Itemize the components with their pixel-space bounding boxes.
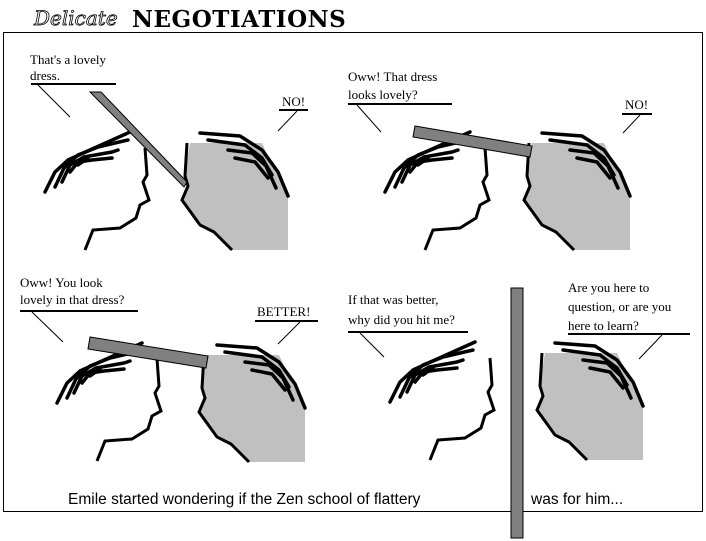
head-right bbox=[522, 131, 632, 252]
title-bold: NEGOTIATIONS bbox=[132, 6, 346, 33]
panel-3: Oww! You look lovely in that dress? BETT… bbox=[20, 275, 318, 464]
panel-4: If that was better, why did you hit me? … bbox=[348, 280, 690, 462]
speech-tail bbox=[359, 332, 385, 358]
speech-tail bbox=[356, 104, 382, 133]
speech-tail bbox=[638, 334, 663, 360]
caption-part2: was for him... bbox=[530, 491, 623, 508]
panel-2: Oww! That dress looks lovely? NO! bbox=[348, 69, 652, 252]
head-right bbox=[535, 341, 645, 462]
speech-right-line3: here to learn? bbox=[568, 318, 639, 333]
panel-1: That's a lovely dress. NO! bbox=[30, 52, 308, 252]
vertical-stick bbox=[510, 287, 524, 539]
caption-part1: Emile started wondering if the Zen schoo… bbox=[68, 491, 421, 508]
speech-left-line2: lovely in that dress? bbox=[20, 292, 125, 307]
stick bbox=[88, 91, 188, 188]
speech-tail bbox=[31, 311, 64, 343]
speech-right-line1: Are you here to bbox=[568, 280, 649, 295]
head-right bbox=[180, 131, 290, 252]
comic-border bbox=[3, 32, 703, 512]
speech-left-line2: looks lovely? bbox=[348, 87, 418, 102]
head-left bbox=[388, 340, 496, 462]
stick bbox=[412, 125, 533, 158]
speech-right: NO! bbox=[282, 94, 305, 109]
stick bbox=[87, 336, 209, 369]
speech-left-line1: Oww! That dress bbox=[348, 69, 437, 84]
speech-left-line2: why did you hit me? bbox=[348, 312, 455, 327]
head-left bbox=[43, 130, 151, 252]
speech-right: NO! bbox=[625, 97, 648, 112]
speech-tail bbox=[37, 84, 71, 118]
head-left bbox=[55, 341, 163, 463]
speech-left-line1: Oww! You look bbox=[20, 275, 103, 290]
title-script: Delicate bbox=[33, 6, 118, 30]
speech-right: BETTER! bbox=[257, 304, 310, 319]
speech-tail bbox=[277, 321, 301, 345]
speech-right-line2: question, or are you bbox=[568, 299, 672, 314]
speech-left-line2: dress. bbox=[30, 68, 60, 83]
speech-left-line1: If that was better, bbox=[348, 292, 438, 307]
head-left bbox=[383, 130, 491, 252]
speech-left-line1: That's a lovely bbox=[30, 52, 106, 67]
speech-tail bbox=[277, 110, 298, 132]
speech-tail bbox=[622, 114, 641, 134]
head-right bbox=[197, 343, 307, 464]
